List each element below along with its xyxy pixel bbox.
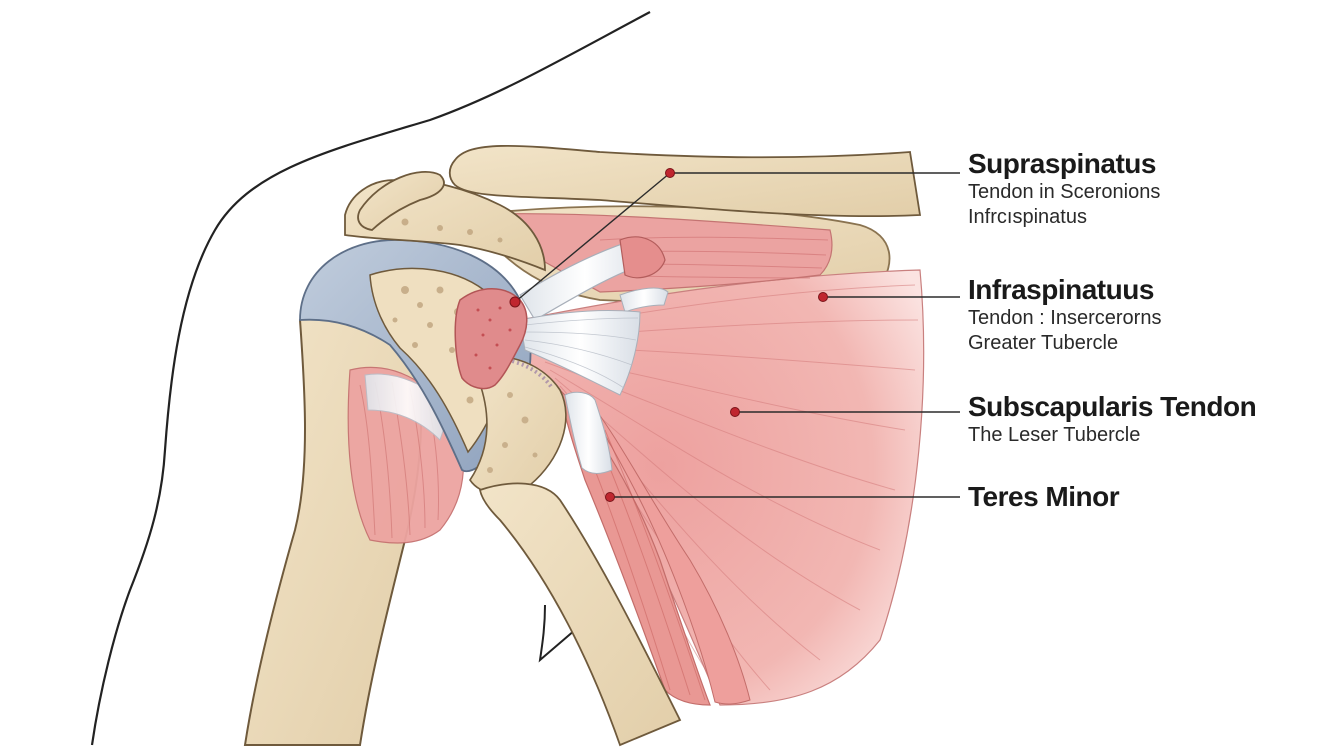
clavicle [448,144,922,218]
skin-outline [90,11,651,746]
subscapularis-label: Subscapularis Tendon The Leser Tubercle [968,391,1257,448]
supraspinatus-tendon-end [619,236,666,279]
pointer-dots [509,168,828,502]
pointer-dot-subscapularis [730,407,740,417]
pointer-dot-insertion [509,296,521,308]
glenoid-pores [487,392,538,473]
armpit-outline [538,604,576,663]
subscapularis-tendon [564,391,613,474]
coracoid-process [357,171,445,231]
infraspinatus-label: Infraspinatuus Tendon : Insercerorns Gre… [968,274,1161,356]
leader-line-supraspinatus-diagonal [514,172,671,303]
pointer-dot-infraspinatus [818,292,828,302]
glenoid-labrum [467,356,554,390]
insertion-dots [474,306,512,370]
supraspinatus-subtitle-2: Infrcıspinatus [968,206,1087,228]
subscapularis-subtitle-1: The Leser Tubercle [968,424,1141,446]
greater-tubercle-insertion [454,288,528,390]
scapula-neck [478,482,682,747]
subscapularis-title: Subscapularis Tendon [968,391,1257,422]
supraspinatus-label: Supraspinatus Tendon in Sceronions Infrc… [968,148,1160,230]
subscapularis-muscle [584,394,751,705]
supraspinatus-subtitle-1: Tendon in Sceronions [968,181,1161,203]
supraspinatus-title: Supraspinatus [968,148,1156,179]
infraspinatus-tendon-upper [619,287,669,313]
teres-minor-title: Teres Minor [968,481,1120,512]
teres-minor-label: Teres Minor [968,481,1120,513]
infraspinatus-tendon [519,309,641,396]
infraspinatus-subtitle-2: Greater Tubercle [968,332,1119,354]
infraspinatus-title: Infraspinatuus [968,274,1154,305]
pointer-dot-supraspinatus [665,168,675,178]
infraspinatus-subtitle-1: Tendon : Insercerorns [968,307,1162,329]
pointer-dot-teres-minor [605,492,615,502]
leader-lines [514,172,960,498]
tendon-fibers [524,317,639,389]
